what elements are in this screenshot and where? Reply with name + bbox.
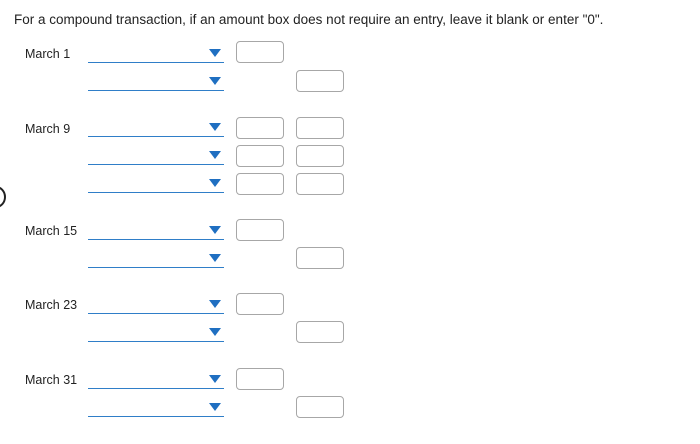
credit-amount-march-31-row-2[interactable] (296, 396, 344, 418)
account-dropdown-march-1-row-2[interactable] (88, 74, 224, 91)
chevron-down-icon (209, 300, 221, 308)
scroll-edge-indicator (0, 186, 6, 208)
chevron-down-icon (209, 254, 221, 262)
date-label-march-9: March 9 (25, 122, 71, 136)
account-dropdown-march-15-row-2[interactable] (88, 251, 224, 268)
account-dropdown-march-9-row-3[interactable] (88, 176, 224, 193)
chevron-down-icon (209, 77, 221, 85)
credit-amount-march-1-row-2[interactable] (296, 70, 344, 92)
account-dropdown-march-1-row-1[interactable] (88, 46, 224, 63)
debit-amount-march-23-row-1[interactable] (236, 293, 284, 315)
debit-amount-march-9-row-2[interactable] (236, 145, 284, 167)
chevron-down-icon (209, 226, 221, 234)
account-dropdown-march-9-row-2[interactable] (88, 148, 224, 165)
chevron-down-icon (209, 375, 221, 383)
credit-amount-march-9-row-3[interactable] (296, 173, 344, 195)
debit-amount-march-1-row-1[interactable] (236, 41, 284, 63)
account-dropdown-march-9-row-1[interactable] (88, 120, 224, 137)
chevron-down-icon (209, 123, 221, 131)
credit-amount-march-9-row-2[interactable] (296, 145, 344, 167)
account-dropdown-march-31-row-1[interactable] (88, 372, 224, 389)
date-label-march-23: March 23 (25, 298, 78, 312)
account-dropdown-march-31-row-2[interactable] (88, 400, 224, 417)
debit-amount-march-9-row-1[interactable] (236, 117, 284, 139)
date-label-march-15: March 15 (25, 224, 78, 238)
chevron-down-icon (209, 49, 221, 57)
chevron-down-icon (209, 151, 221, 159)
chevron-down-icon (209, 328, 221, 336)
chevron-down-icon (209, 403, 221, 411)
credit-amount-march-23-row-2[interactable] (296, 321, 344, 343)
date-label-march-1: March 1 (25, 47, 71, 61)
instructions-text: For a compound transaction, if an amount… (14, 12, 604, 27)
account-dropdown-march-23-row-1[interactable] (88, 297, 224, 314)
credit-amount-march-15-row-2[interactable] (296, 247, 344, 269)
date-label-march-31: March 31 (25, 373, 78, 387)
debit-amount-march-9-row-3[interactable] (236, 173, 284, 195)
debit-amount-march-31-row-1[interactable] (236, 368, 284, 390)
account-dropdown-march-15-row-1[interactable] (88, 223, 224, 240)
credit-amount-march-9-row-1[interactable] (296, 117, 344, 139)
account-dropdown-march-23-row-2[interactable] (88, 325, 224, 342)
chevron-down-icon (209, 179, 221, 187)
debit-amount-march-15-row-1[interactable] (236, 219, 284, 241)
